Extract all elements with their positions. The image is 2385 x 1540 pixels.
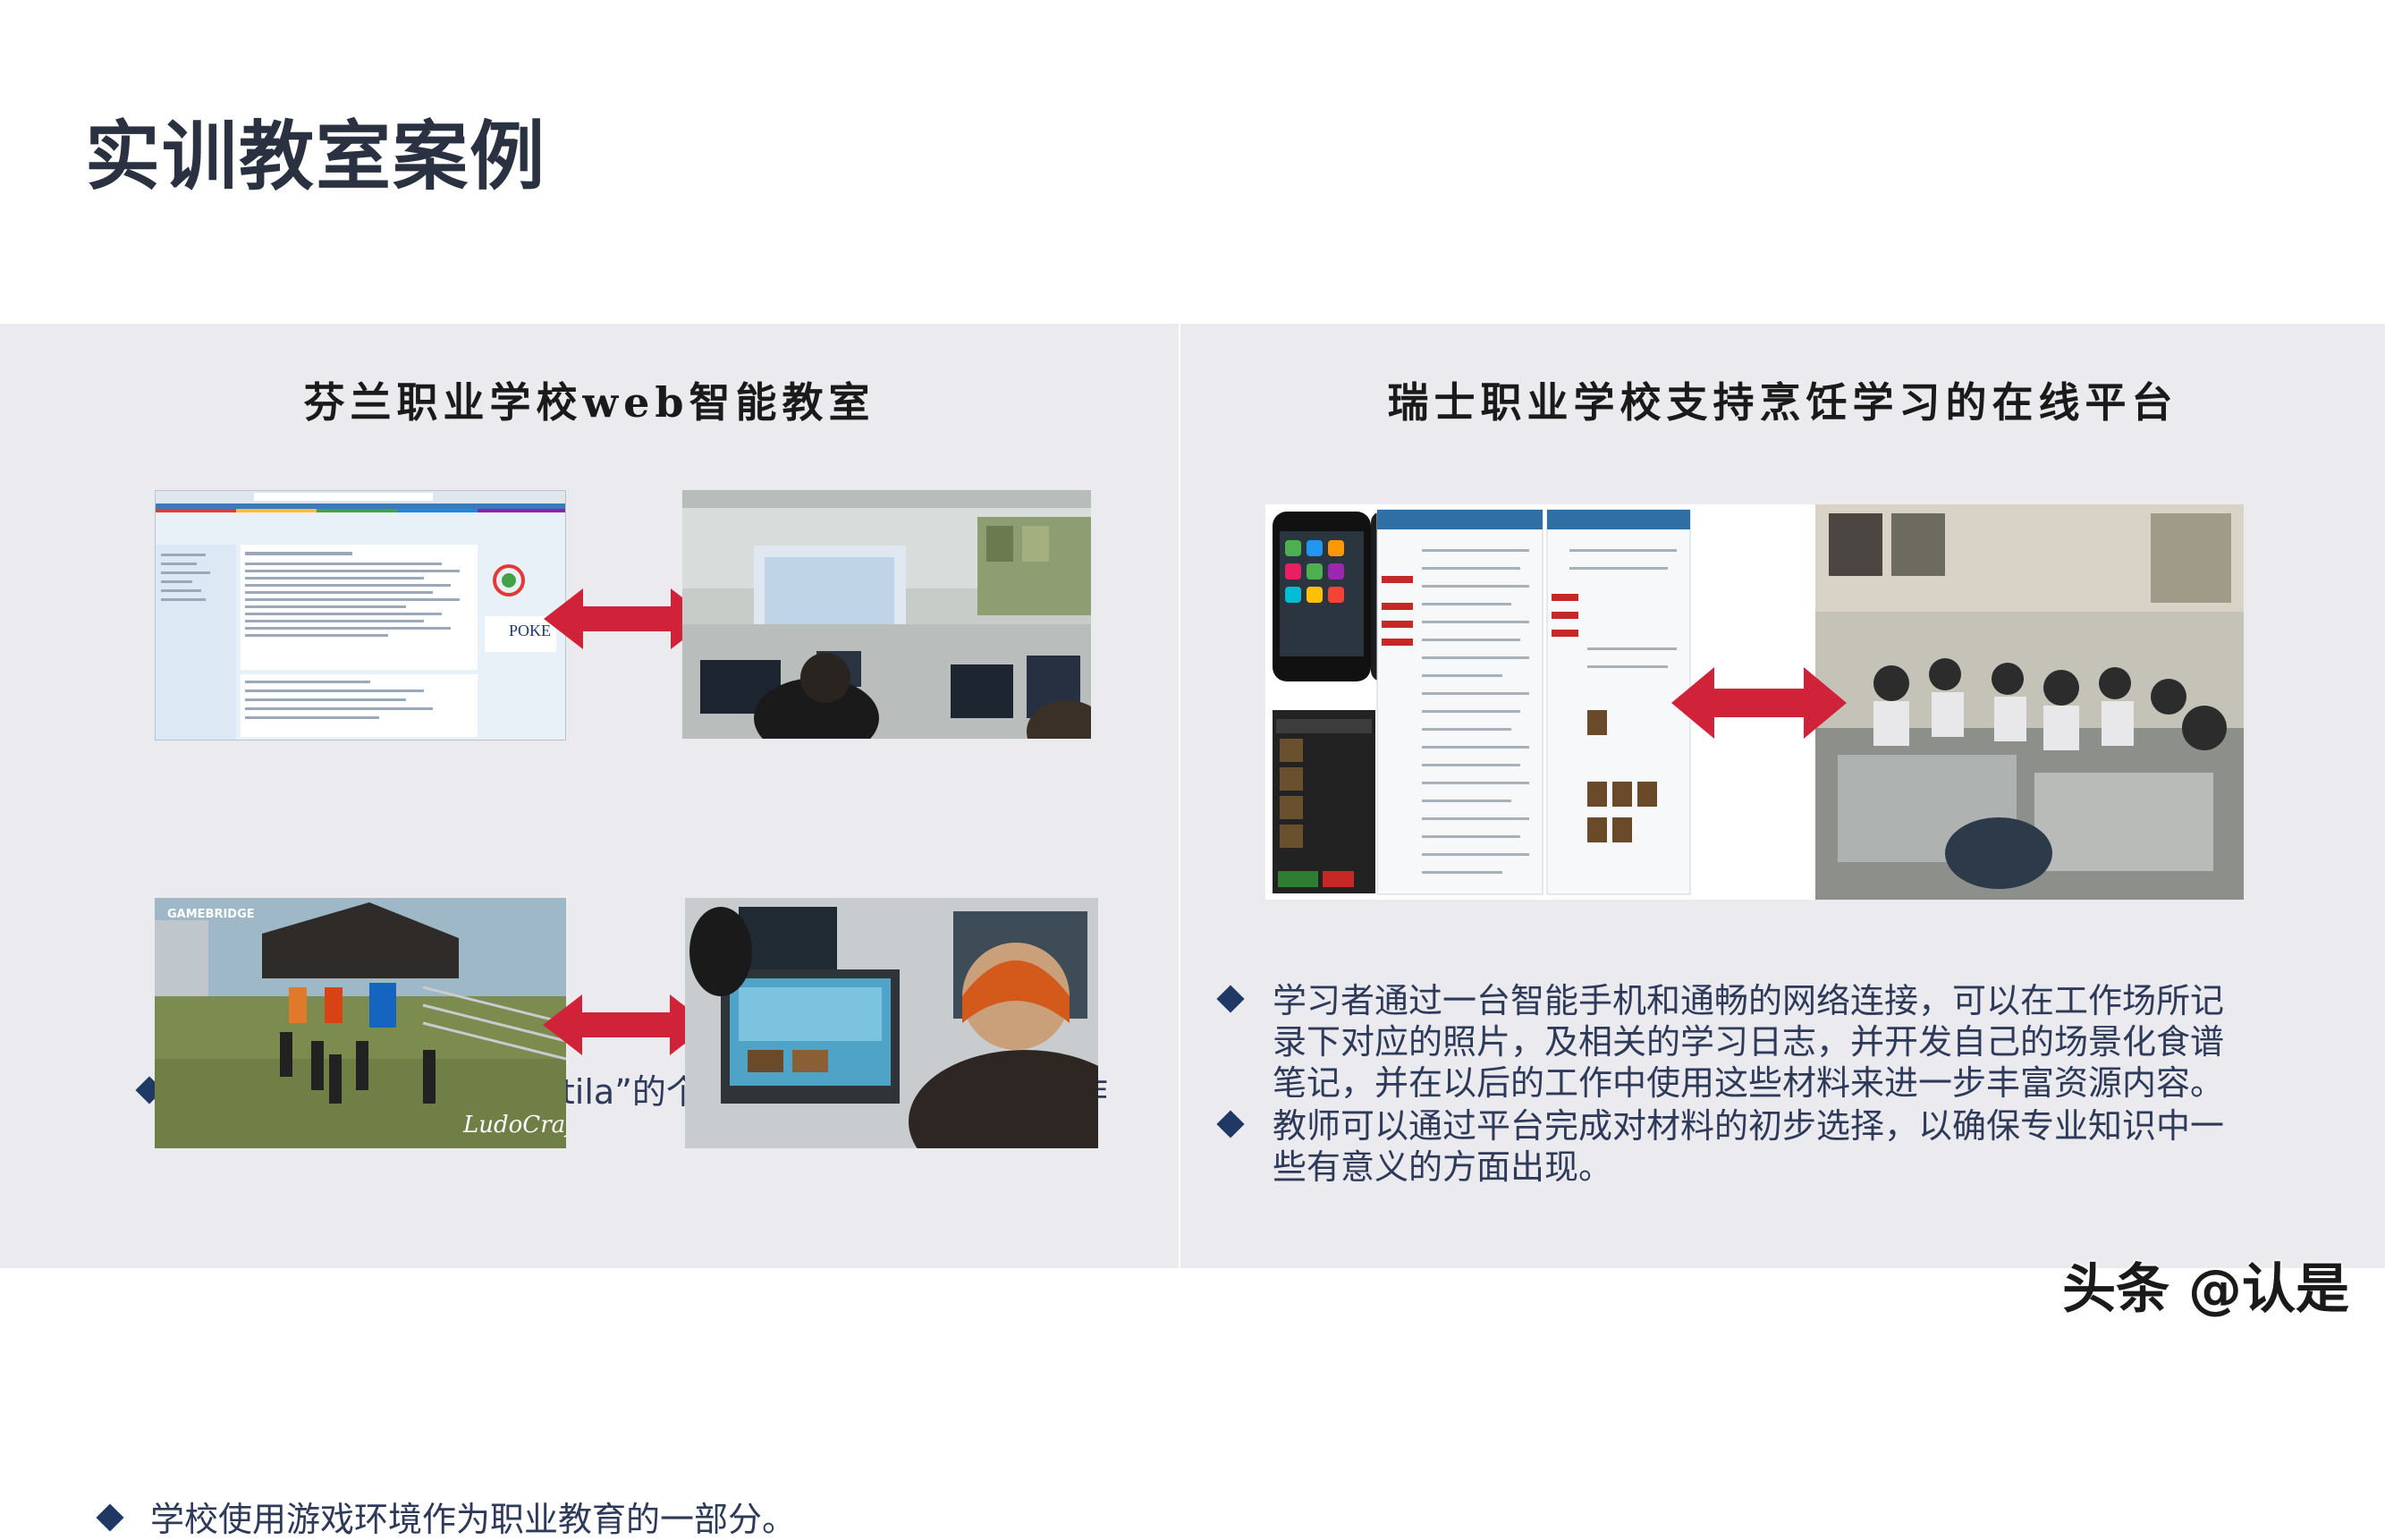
right-bullet2-line1: 教师可以通过平台完成对材料的初步选择，以确保专业知识中一: [1273, 1106, 2225, 1146]
diamond-bullet-icon: [96, 1503, 124, 1532]
diamond-bullet-icon: [1216, 1110, 1245, 1138]
web-screenshot-image: POKE: [155, 490, 566, 740]
right-bullet1-line3: 笔记，并在以后的工作中使用这些材料来进一步丰富资源内容。: [1273, 1063, 2225, 1103]
right-panel-heading: 瑞士职业学校支持烹饪学习的在线平台: [1387, 378, 2178, 427]
right-bullet1-line2: 录下对应的照片，及相关的学习日志，并开发自己的场景化食谱: [1273, 1022, 2225, 1062]
game-environment-image: GAMEBRIDGE LudoCraft: [155, 898, 566, 1148]
right-panel: 瑞士职业学校支持烹饪学习的在线平台: [1180, 324, 2385, 1268]
poke-logo-text: POKE: [509, 622, 551, 639]
left-bullet2-text: 学校使用游戏环境作为职业教育的一部分。: [150, 1500, 797, 1539]
gamebridge-label: GAMEBRIDGE: [167, 908, 255, 921]
diamond-bullet-icon: [1216, 985, 1245, 1013]
students-gaming-photo: [685, 898, 1098, 1148]
left-panel: 芬兰职业学校web智能教室: [0, 324, 1179, 1539]
right-bullet1-line1: 学习者通过一台智能手机和通畅的网络连接，可以在工作场所记: [1273, 981, 2225, 1020]
left-panel-heading: 芬兰职业学校web智能教室: [303, 378, 875, 427]
double-arrow-icon: [543, 994, 709, 1055]
ludocraft-logo: LudoCraft: [462, 1112, 566, 1138]
double-arrow-icon: [1671, 667, 1847, 739]
classroom-photo: [682, 490, 1091, 739]
right-bullet2-line2: 些有意义的方面出现。: [1273, 1147, 1613, 1187]
page-title: 实训教室案例: [85, 113, 547, 200]
watermark: 头条 @认是: [2062, 1258, 2349, 1321]
double-arrow-icon: [544, 588, 710, 649]
